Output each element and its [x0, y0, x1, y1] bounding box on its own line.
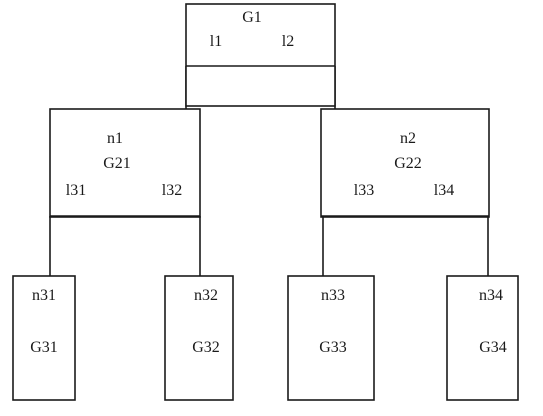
leaf-node-4: n34 G34	[446, 275, 519, 401]
leaf-box-4	[446, 275, 519, 401]
leaf-node-1: n31 G31	[12, 275, 76, 401]
leaf-4-label: G34	[479, 339, 507, 356]
leaf-2-label: G32	[192, 339, 220, 356]
leaf-1-label: G31	[30, 339, 58, 356]
leaf-3-node-id: n33	[321, 287, 345, 304]
middle-right-label: G22	[394, 155, 422, 172]
leaf-4-node-id: n34	[479, 287, 503, 304]
middle-node-right: n2 G22 l33 l34	[320, 108, 490, 218]
middle-right-port-left: l33	[354, 182, 374, 199]
leaf-box-3	[287, 275, 375, 401]
middle-right-port-right: l34	[434, 182, 454, 199]
middle-box-left	[49, 108, 201, 218]
root-node: G1 l1 l2	[185, 3, 336, 107]
middle-left-port-left: l31	[66, 182, 86, 199]
leaf-node-3: n33 G33	[287, 275, 375, 401]
root-port-right: l2	[282, 33, 294, 50]
middle-node-left: n1 G21 l31 l32	[49, 108, 201, 218]
leaf-box-1	[12, 275, 76, 401]
leaf-3-label: G33	[319, 339, 347, 356]
leaf-node-2: n32 G32	[164, 275, 234, 401]
middle-left-node-id: n1	[107, 130, 123, 147]
root-port-left: l1	[210, 33, 222, 50]
leaf-1-node-id: n31	[32, 287, 56, 304]
middle-left-port-right: l32	[162, 182, 182, 199]
root-box	[185, 3, 336, 107]
middle-box-right	[320, 108, 490, 218]
middle-right-node-id: n2	[400, 130, 416, 147]
leaf-box-2	[164, 275, 234, 401]
middle-left-label: G21	[103, 155, 131, 172]
leaf-2-node-id: n32	[194, 287, 218, 304]
root-label: G1	[242, 9, 262, 26]
